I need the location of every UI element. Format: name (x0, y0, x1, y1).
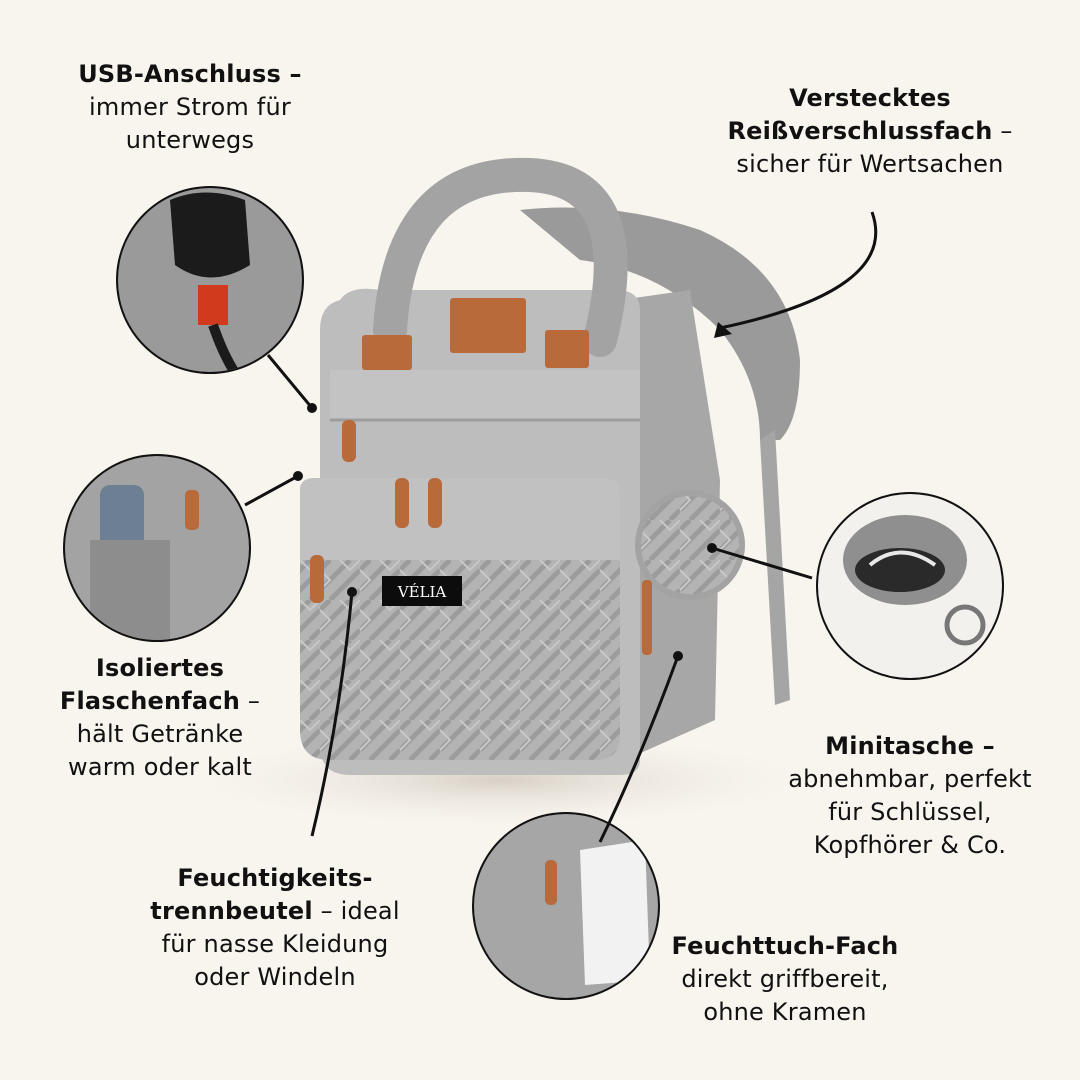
callout-usb-line1: immer Strom für (89, 93, 291, 121)
wipes-detail (472, 812, 660, 1000)
brand-plate (382, 576, 462, 606)
callout-bottle-title2: Flaschenfach (59, 687, 241, 715)
zipper-pull (642, 580, 652, 655)
callout-wet-title1: Feuchtigkeits- (177, 864, 373, 892)
callout-mini-line3: Kopfhörer & Co. (813, 831, 1007, 859)
leather-tab (450, 298, 526, 353)
callout-zip-title2: Reißverschlussfach (727, 117, 993, 145)
bottle-detail (63, 454, 251, 642)
zipper-pull (395, 478, 409, 528)
callout-wipes: Feuchttuch-Fach direkt griffbereit, ohne… (655, 930, 915, 1029)
callout-bottle-line1: hält Getränke (76, 720, 244, 748)
callout-usb-line2: unterwegs (125, 126, 255, 154)
carry-handle (373, 157, 628, 357)
callout-wipes-line1: direkt griffbereit, (681, 965, 889, 993)
callout-mini-title: Minitasche (825, 732, 975, 760)
callout-wet-line1: für nasse Kleidung (161, 930, 389, 958)
callout-wet-title2: trennbeutel (150, 897, 313, 925)
callout-zip: Verstecktes Reißverschlussfach – sicher … (690, 82, 1050, 181)
callout-wet-line2: oder Windeln (194, 963, 356, 991)
callout-bottle-title1: Isoliertes (95, 654, 225, 682)
callout-mini-line1: abnehmbar, perfekt (788, 765, 1032, 793)
callout-bottle: Isoliertes Flaschenfach – hält Getränke … (20, 652, 300, 784)
callout-bottle-line2: warm oder kalt (67, 753, 253, 781)
zipper-pull (428, 478, 442, 528)
callout-zip-line1: sicher für Wertsachen (736, 150, 1004, 178)
top-flap (330, 370, 640, 420)
usb-detail (116, 186, 304, 374)
callout-usb: USB-Anschluss – immer Strom für unterweg… (40, 58, 340, 157)
shoulder-strap (520, 207, 800, 440)
leather-tab (362, 335, 412, 370)
callout-lines (244, 211, 878, 843)
brand-logo: VÉLIA (397, 583, 447, 601)
arrow-head (714, 322, 732, 338)
zipper-pull (310, 555, 324, 603)
callout-mini: Minitasche – abnehmbar, perfekt für Schl… (765, 730, 1055, 862)
mini-pouch (635, 490, 745, 600)
callout-wipes-title: Feuchttuch-Fach (671, 932, 899, 960)
zipper-pull (342, 420, 356, 462)
callout-wipes-line2: ohne Kramen (703, 998, 867, 1026)
callout-mini-line2: für Schlüssel, (828, 798, 992, 826)
callout-dots (293, 403, 717, 661)
callout-wet: Feuchtigkeits- trennbeutel – ideal für n… (120, 862, 430, 994)
callout-zip-title1: Verstecktes (789, 84, 951, 112)
leather-tab (545, 330, 589, 368)
pouch-detail (816, 492, 1004, 680)
callout-usb-title: USB-Anschluss (78, 60, 281, 88)
